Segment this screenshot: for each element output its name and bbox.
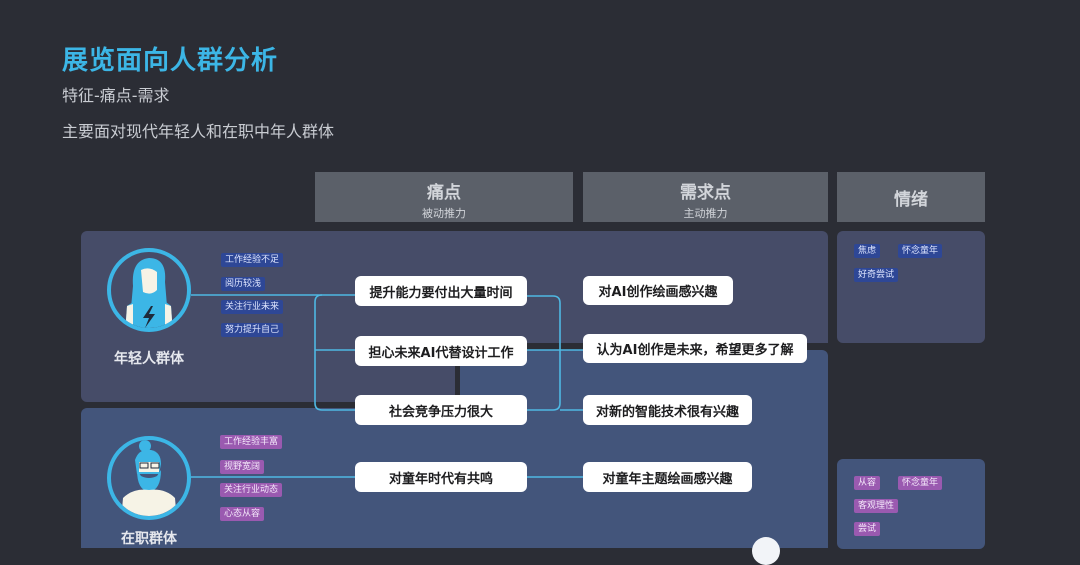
column-header-emotion: 情绪 (837, 172, 985, 222)
page-description: 主要面对现代年轻人和在职中年人群体 (62, 122, 335, 141)
young-avatar-icon (107, 248, 191, 332)
connector-lines (191, 294, 583, 478)
demand-box: 认为AI创作是未来，希望更多了解 (583, 334, 807, 363)
mid-trait-tag: 视野宽阔 (220, 460, 265, 474)
decorative-circle-icon (752, 537, 780, 565)
mid-emotion-tag: 尝试 (854, 522, 881, 536)
demand-box: 对AI创作绘画感兴趣 (583, 276, 733, 305)
column-header-demand-label: 需求点 (680, 183, 731, 203)
mid-emotion-tag: 从容 (854, 476, 881, 490)
column-header-emotion-label: 情绪 (894, 189, 928, 210)
young-trait-tag: 工作经验不足 (221, 253, 284, 267)
young-trait-tag: 努力提升自己 (221, 323, 284, 337)
column-header-demand-sub: 主动推力 (683, 207, 728, 220)
young-group-label: 年轻人群体 (114, 351, 184, 367)
mid-emotion-tag: 怀念童年 (898, 476, 943, 490)
pain-point-box: 提升能力要付出大量时间 (355, 276, 527, 306)
column-header-pain: 痛点 被动推力 (315, 172, 573, 222)
demand-box: 对童年主题绘画感兴趣 (583, 462, 752, 492)
page-subtitle: 特征-痛点-需求 (62, 86, 170, 105)
pain-point-box: 对童年时代有共鸣 (355, 462, 527, 492)
mid-group-label: 在职群体 (121, 531, 177, 547)
column-header-pain-label: 痛点 (427, 183, 461, 203)
mid-avatar-icon (107, 436, 191, 520)
column-header-pain-sub: 被动推力 (422, 207, 466, 220)
mid-trait-tag: 工作经验丰富 (220, 435, 283, 449)
column-header-demand: 需求点 主动推力 (583, 172, 828, 222)
young-emotion-tag: 焦虑 (854, 244, 881, 258)
mid-trait-tag: 心态从容 (220, 507, 265, 521)
young-trait-tag: 阅历较浅 (221, 277, 266, 291)
pain-point-box: 担心未来AI代替设计工作 (355, 336, 527, 366)
young-trait-tag: 关注行业未来 (221, 300, 284, 314)
pain-point-box: 社会竞争压力很大 (355, 395, 527, 425)
young-emotion-tag: 好奇尝试 (854, 268, 899, 282)
page-title: 展览面向人群分析 (62, 46, 279, 76)
mid-emotion-tag: 客观理性 (854, 499, 899, 513)
young-emotion-tag: 怀念童年 (898, 244, 943, 258)
demand-box: 对新的智能技术很有兴趣 (583, 395, 752, 425)
mid-trait-tag: 关注行业动态 (220, 483, 283, 497)
